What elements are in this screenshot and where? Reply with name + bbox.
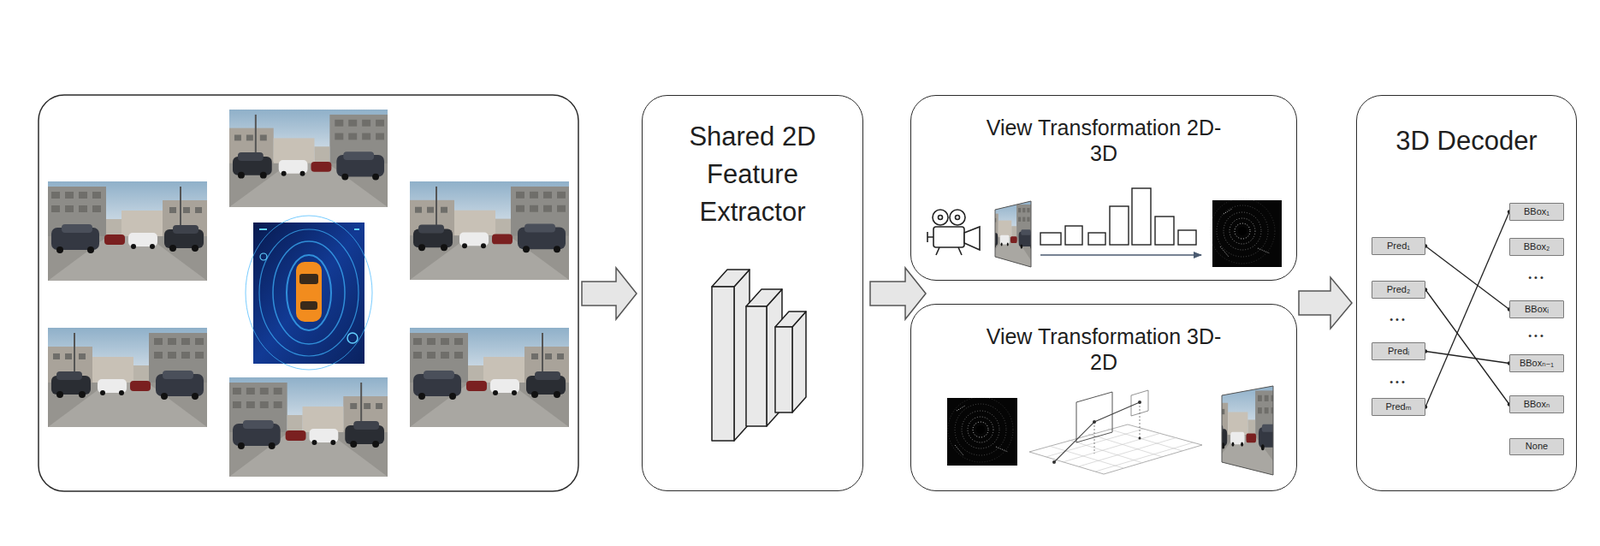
feature-extractor-box: Shared 2D Feature Extractor [641, 94, 864, 492]
decoder-box: 3D DecoderPred₁ Pred₂ PredᵢPredₘ BBox₁ BBox₂… [1356, 94, 1577, 492]
camera-image [1206, 385, 1284, 475]
cnn-layers [711, 269, 806, 441]
box-label: Predᵢ [1387, 345, 1410, 357]
view-transform-box: View Transformation 3D-2D [910, 303, 1298, 492]
bbox-box: BBox₂ [1509, 237, 1565, 256]
projection-sketch [1029, 390, 1203, 475]
camera-image [983, 201, 1036, 267]
box-label: BBox₂ [1523, 241, 1551, 253]
view-transform-box: View Transformation 2D-3D [910, 94, 1298, 281]
bbox-box: BBoxₙ₋₁ [1509, 354, 1565, 373]
match-link [1423, 287, 1512, 406]
box-label: BBoxₙ [1523, 398, 1551, 410]
bbox-box: BBox₁ [1509, 202, 1565, 221]
bev-feature [1209, 198, 1282, 267]
prediction-box: Pred₂ [1371, 280, 1426, 299]
panel-title: 3D Decoder [1376, 124, 1557, 159]
prediction-box: Pred₁ [1371, 237, 1426, 255]
ellipsis-label: • • • [1389, 314, 1405, 325]
panel-title: Shared 2D Feature Extractor [667, 118, 839, 232]
match-line [1425, 212, 1510, 408]
bbox-box: BBoxᵢ [1509, 300, 1565, 319]
match-link [1423, 243, 1512, 311]
ellipsis-label: • • • [1389, 377, 1405, 387]
input-panel [38, 94, 579, 492]
camera-icon [927, 209, 980, 255]
match-link [1423, 209, 1512, 409]
panel-title: View Transformation 2D-3D [975, 114, 1233, 166]
match-link [1423, 349, 1512, 365]
box-label: Predₘ [1385, 401, 1411, 413]
flow-arrows [581, 267, 1352, 329]
ellipsis-label: • • • [1528, 272, 1544, 283]
box-label: None [1525, 440, 1548, 452]
ego-car-image [245, 215, 373, 370]
prediction-box: Predₘ [1371, 397, 1426, 416]
box-label: BBox₁ [1523, 206, 1550, 218]
bbox-box: None [1509, 438, 1565, 456]
depth-histogram [1040, 188, 1197, 245]
camera-images [47, 109, 569, 477]
match-line [1425, 246, 1510, 310]
prediction-box: Predᵢ [1371, 342, 1426, 361]
bbox-box: BBoxₙ [1509, 395, 1565, 414]
ellipsis-label: • • • [1528, 331, 1544, 341]
panel-title: View Transformation 3D-2D [975, 323, 1233, 375]
bev-feature [947, 397, 1018, 466]
match-line [1425, 290, 1510, 405]
box-label: BBoxᵢ [1524, 303, 1549, 315]
box-label: Pred₂ [1386, 284, 1411, 296]
lift-arrow [1040, 254, 1202, 256]
match-line [1425, 351, 1510, 364]
box-label: Pred₁ [1386, 240, 1411, 252]
box-label: BBoxₙ₋₁ [1519, 357, 1554, 369]
